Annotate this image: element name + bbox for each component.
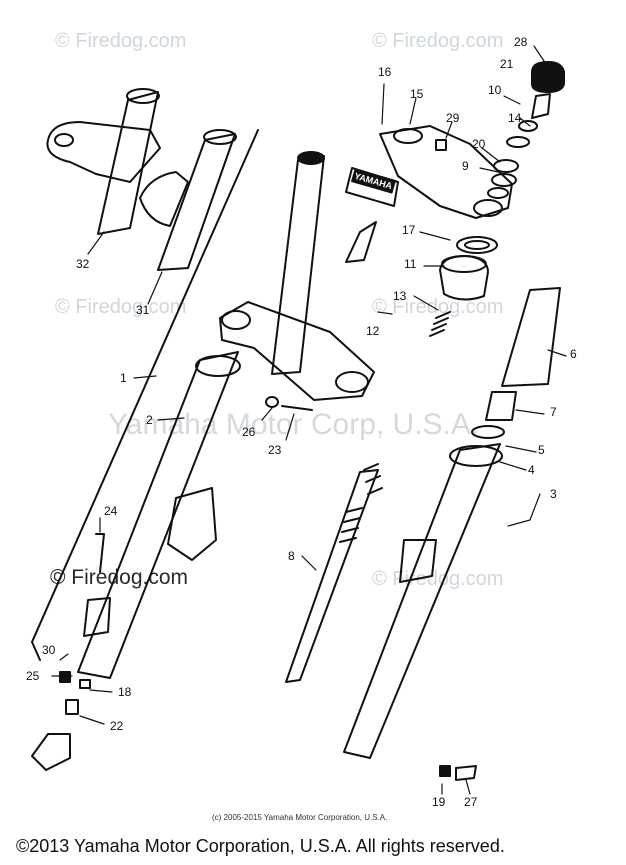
part-31-fork-cover [139,129,237,271]
label-part-12: 12 [366,324,380,338]
label-part-7: 7 [550,405,557,419]
label-part-32: 32 [76,257,90,271]
part-17-bearing-race [456,236,498,254]
part-28-cap [435,61,565,199]
fwd-arrow-icon [31,733,71,771]
label-part-29: 29 [446,111,460,125]
part-22-drain-bolt [59,671,91,715]
label-part-25: 25 [26,669,40,683]
label-part-10: 10 [488,83,502,97]
part-32-headlight-bracket [46,88,161,235]
label-part-6: 6 [570,347,577,361]
watermark-firedog: © Firedog.com [372,296,504,318]
label-part-15: 15 [410,87,424,101]
label-part-2: 2 [146,413,153,427]
part-13-spring [429,311,451,337]
part-11-bearing [439,255,489,301]
copyright-small: (c) 2005-2015 Yamaha Motor Corporation, … [212,813,388,822]
label-part-14: 14 [508,111,522,125]
label-part-23: 23 [268,443,282,457]
part-3-right-fork [343,443,503,759]
label-part-30: 30 [42,643,56,657]
label-part-17: 17 [402,223,416,237]
watermark-firedog: © Firedog.com [372,568,504,590]
part-7-fork-seal [485,391,517,421]
label-part-27: 27 [464,795,478,809]
label-part-19: 19 [432,795,446,809]
label-part-16: 16 [378,65,392,79]
label-part-9: 9 [462,159,469,173]
watermark-firedog: © Firedog.com [55,296,187,318]
part-5-seal-ring [471,425,505,439]
label-part-22: 22 [110,719,124,733]
part-27-bolt [439,765,477,781]
label-part-4: 4 [528,463,535,477]
label-part-8: 8 [288,549,295,563]
label-part-18: 18 [118,685,132,699]
label-part-1: 1 [120,371,127,385]
part-23-pinch-bolt [265,396,313,411]
label-part-31: 31 [136,303,150,317]
part-6-fork-boot [501,287,561,387]
part-8-damper-rod [285,463,383,683]
label-part-20: 20 [472,137,486,151]
part-12-steering-stem [219,151,377,401]
label-part-21: 21 [500,57,514,71]
watermark-firedog: © Firedog.com [372,30,504,52]
label-part-5: 5 [538,443,545,457]
label-part-28: 28 [514,35,528,49]
label-part-13: 13 [393,289,407,303]
label-part-11: 11 [404,257,417,271]
part-24-bolt [95,533,105,573]
label-part-26: 26 [242,425,256,439]
part-1-guide-line [31,129,259,661]
watermark-firedog: © Firedog.com [55,30,187,52]
footer-copyright: ©2013 Yamaha Motor Corporation, U.S.A. A… [16,836,505,856]
watermark-firedog-dark: © Firedog.com [50,566,189,589]
label-part-3: 3 [550,487,557,501]
label-part-24: 24 [104,504,118,518]
part-2-left-fork [77,351,241,679]
part-15-upper-bracket [379,125,513,219]
